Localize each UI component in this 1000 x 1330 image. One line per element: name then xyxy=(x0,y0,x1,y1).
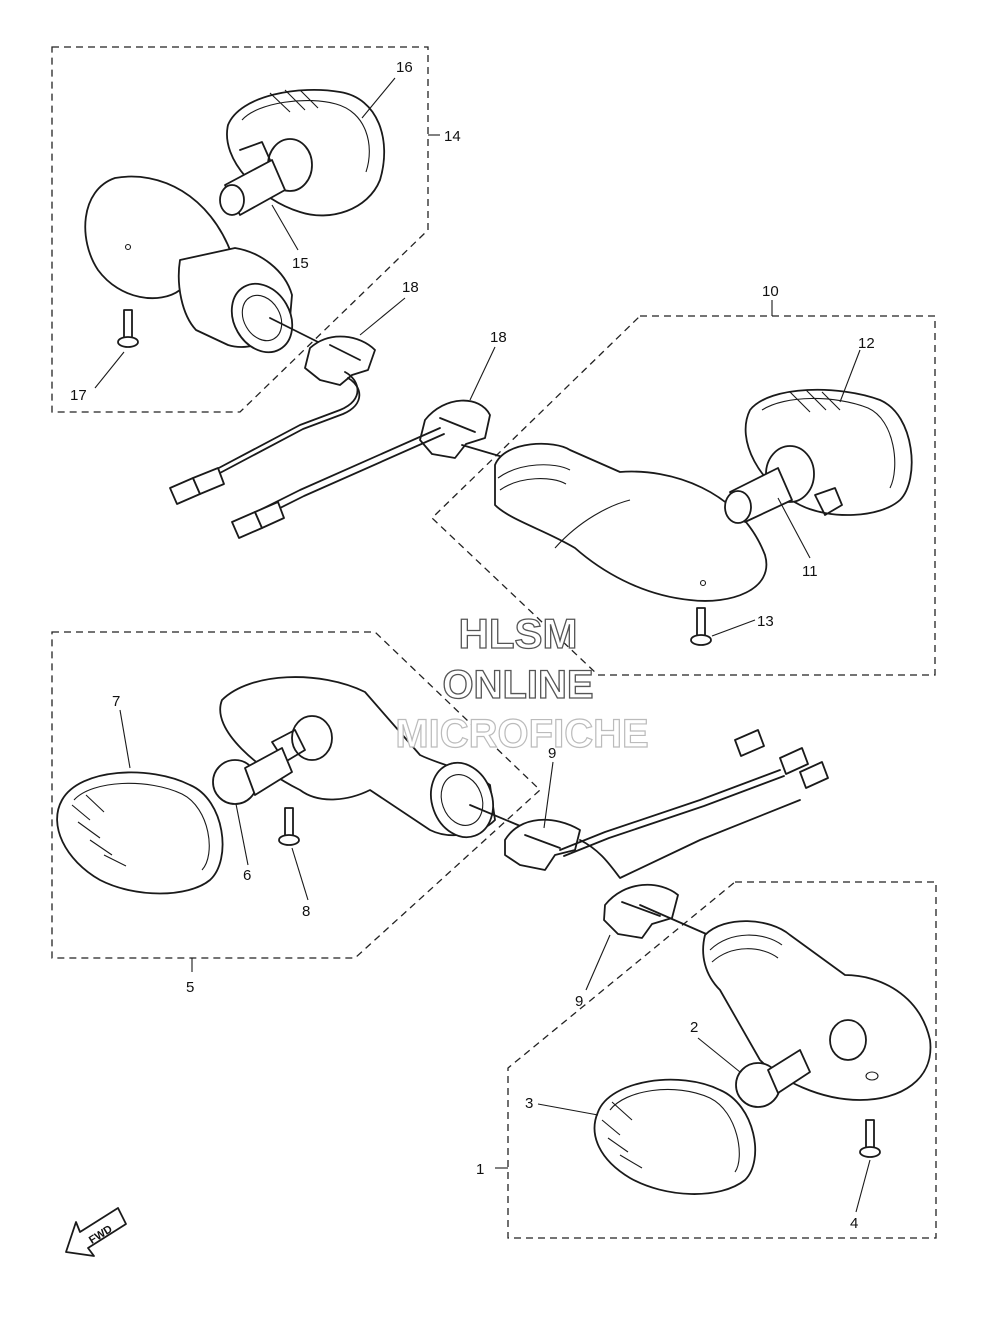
wire-harness-14 xyxy=(214,371,359,471)
wire-harness-5 xyxy=(559,769,781,851)
wire-harness-10 xyxy=(259,427,441,511)
turn-signal-assembly-10 xyxy=(461,388,913,646)
turn-signal-assembly-5 xyxy=(56,676,526,895)
callout-16: 16 xyxy=(396,59,413,76)
callout-18-top: 18 xyxy=(402,279,419,296)
callout-15: 15 xyxy=(292,255,309,272)
turn-signal-assembly-1 xyxy=(593,904,932,1195)
watermark-line-1: HLSM xyxy=(459,610,578,657)
callout-13: 13 xyxy=(757,613,774,630)
leader-lines xyxy=(94,77,871,1213)
assembly-box-10 xyxy=(431,315,936,676)
grommet-9-bottom xyxy=(603,883,679,939)
callout-17: 17 xyxy=(70,387,87,404)
grommet-18-center xyxy=(419,399,491,459)
assembly-box-5 xyxy=(51,631,541,959)
assembly-box-1 xyxy=(507,881,937,1239)
callout-11: 11 xyxy=(802,563,818,580)
callout-3: 3 xyxy=(525,1095,533,1112)
callout-9-bottom: 9 xyxy=(575,993,583,1010)
assembly-box-14 xyxy=(51,46,429,413)
callout-10: 10 xyxy=(762,283,779,300)
callout-7: 7 xyxy=(112,693,120,710)
callout-1: 1 xyxy=(476,1161,484,1178)
watermark-line-2: ONLINE xyxy=(442,663,593,707)
grommet-18-top xyxy=(304,335,376,386)
callout-14: 14 xyxy=(444,128,461,145)
fwd-arrow-icon: FWD xyxy=(65,1207,127,1257)
callout-2: 2 xyxy=(690,1019,698,1036)
callout-4: 4 xyxy=(850,1215,858,1232)
callout-8: 8 xyxy=(302,903,310,920)
turn-signal-assembly-14 xyxy=(84,89,386,354)
callout-6: 6 xyxy=(243,867,251,884)
callout-12: 12 xyxy=(858,335,875,352)
callout-18-center: 18 xyxy=(490,329,507,346)
callout-9-middle: 9 xyxy=(548,745,556,762)
grommet-9-middle xyxy=(504,818,581,871)
watermark-line-3: MICROFICHE xyxy=(395,712,648,756)
callout-5: 5 xyxy=(186,979,194,996)
